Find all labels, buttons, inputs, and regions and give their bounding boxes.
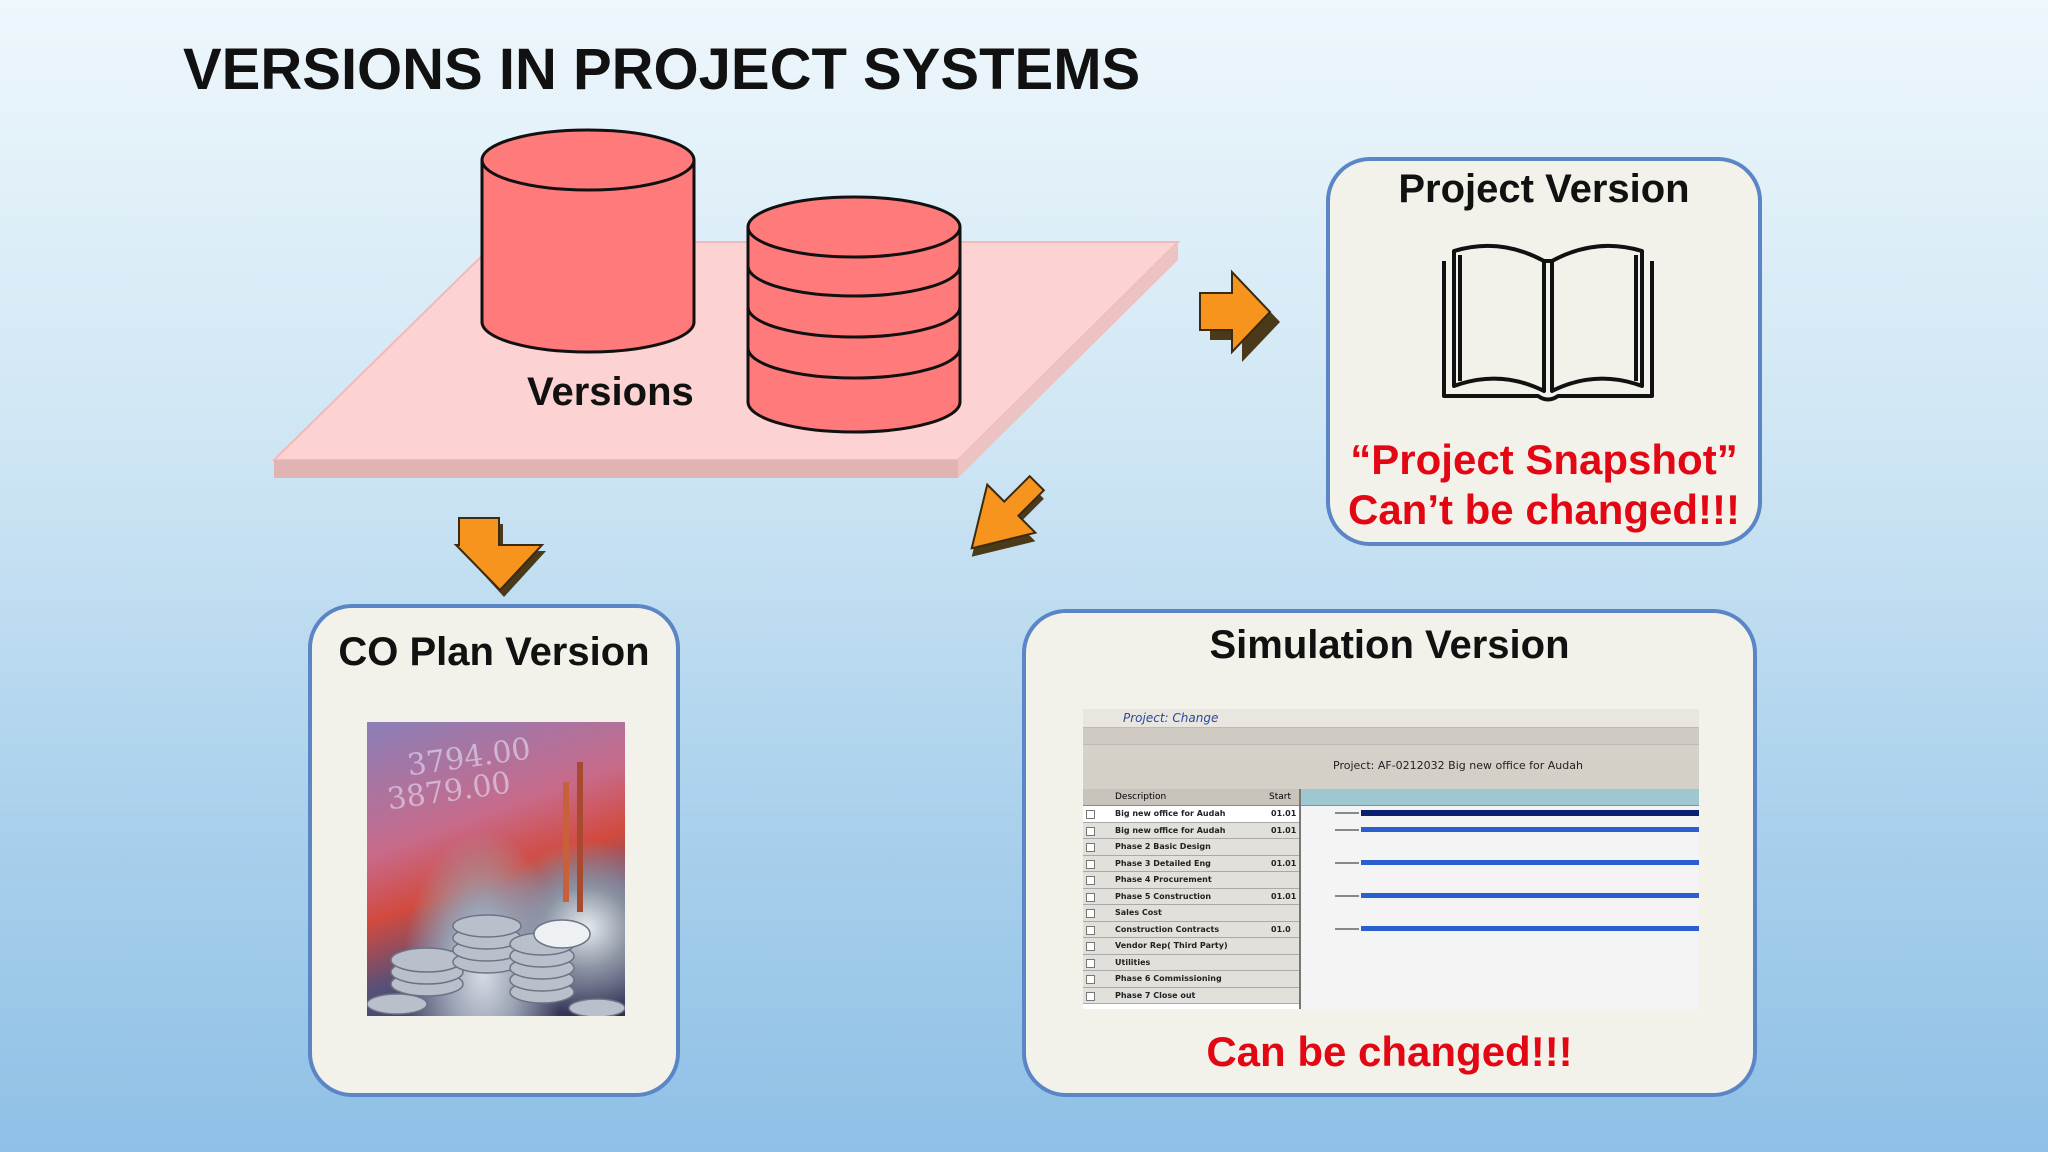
col-description: Description <box>1115 792 1167 802</box>
row-checkbox[interactable] <box>1086 958 1095 968</box>
coins-graphic <box>367 762 625 1016</box>
gantt-time-scale <box>1301 789 1699 806</box>
arrow-down-icon <box>453 517 546 597</box>
table-row[interactable]: Utilities <box>1083 954 1299 971</box>
table-row[interactable]: Big new office for Audah 01.01 <box>1083 822 1299 839</box>
row-description: Construction Contracts <box>1115 924 1220 934</box>
col-start: Start <box>1269 792 1291 802</box>
row-description: Phase 2 Basic Design <box>1115 842 1211 851</box>
co-plan-version-panel: CO Plan Version 3794.00 3879.00 <box>308 604 680 1097</box>
gantt-bar[interactable] <box>1361 826 1699 832</box>
sap-table-header: Description Start <box>1083 789 1299 806</box>
table-row[interactable]: Phase 7 Close out <box>1083 987 1299 1004</box>
table-row[interactable]: Phase 6 Commissioning <box>1083 971 1299 988</box>
sap-structure-table: Description Start Big new office for Aud… <box>1083 789 1299 1009</box>
table-row[interactable]: Phase 5 Construction 01.01 <box>1083 888 1299 905</box>
row-description: Vendor Rep( Third Party) <box>1115 941 1228 950</box>
row-checkbox[interactable] <box>1086 925 1095 935</box>
gantt-bar[interactable] <box>1361 859 1699 865</box>
row-start: 01.01 <box>1271 825 1297 835</box>
row-description: Big new office for Audah <box>1115 809 1226 818</box>
row-description: Utilities <box>1115 957 1151 967</box>
row-checkbox[interactable] <box>1086 991 1095 1001</box>
project-version-title: Project Version <box>1398 167 1690 211</box>
financial-coins-photo: 3794.00 3879.00 <box>367 722 625 1016</box>
table-row[interactable]: Vendor Rep( Third Party) <box>1083 938 1299 955</box>
stacked-database-icon <box>746 195 962 434</box>
sap-toolbar <box>1083 727 1699 744</box>
row-start: 01.01 <box>1271 891 1297 901</box>
row-start: 01.0 <box>1271 924 1291 934</box>
gantt-tick <box>1335 861 1359 864</box>
row-description: Phase 7 Close out <box>1115 990 1196 1000</box>
row-checkbox[interactable] <box>1086 975 1095 984</box>
table-row[interactable]: Phase 4 Procurement <box>1083 872 1299 889</box>
database-cylinder-icon <box>480 128 696 354</box>
gantt-tick <box>1335 812 1359 814</box>
table-row[interactable]: Sales Cost <box>1083 905 1299 922</box>
cannot-change-note: Can’t be changed!!! <box>1347 486 1740 533</box>
sap-window-title: Project: Change <box>1083 709 1699 727</box>
gantt-bar[interactable] <box>1361 810 1699 816</box>
sap-project-line: Project: AF-0212032 Big new office for A… <box>1083 759 1699 773</box>
table-row[interactable]: Phase 3 Detailed Eng 01.01 <box>1083 855 1299 872</box>
gantt-tick <box>1335 828 1359 831</box>
row-checkbox[interactable] <box>1086 942 1095 951</box>
page-title: VERSIONS IN PROJECT SYSTEMS <box>183 37 1141 102</box>
sap-gantt-chart <box>1299 789 1699 1009</box>
gantt-bar[interactable] <box>1361 892 1699 898</box>
simulation-version-title: Simulation Version <box>1209 623 1570 667</box>
versions-label: Versions <box>527 370 694 414</box>
row-start: 01.01 <box>1271 858 1297 868</box>
row-description: Phase 6 Commissioning <box>1115 974 1222 983</box>
sap-project-screen: Project: Change Project: AF-0212032 Big … <box>1083 709 1699 1009</box>
row-description: Phase 4 Procurement <box>1115 875 1212 884</box>
gantt-tick <box>1335 894 1359 897</box>
row-checkbox[interactable] <box>1086 859 1095 869</box>
row-checkbox[interactable] <box>1086 876 1095 885</box>
row-description: Big new office for Audah <box>1115 825 1226 835</box>
open-book-icon <box>1442 243 1654 402</box>
can-change-note: Can be changed!!! <box>1206 1028 1573 1075</box>
row-description: Sales Cost <box>1115 908 1162 917</box>
row-checkbox[interactable] <box>1086 909 1095 918</box>
versions-platform <box>271 241 1181 478</box>
table-row[interactable]: Phase 2 Basic Design <box>1083 839 1299 856</box>
sap-application-toolbar <box>1083 744 1699 759</box>
arrow-diagonal-icon <box>970 474 1046 557</box>
simulation-version-panel: Simulation Version Project: Change Proje… <box>1022 609 1757 1097</box>
row-start: 01.01 <box>1271 809 1297 818</box>
row-checkbox[interactable] <box>1086 843 1095 852</box>
row-description: Phase 5 Construction <box>1115 891 1212 901</box>
project-snapshot-note: “Project Snapshot” <box>1350 436 1738 483</box>
row-checkbox[interactable] <box>1086 810 1095 819</box>
row-description: Phase 3 Detailed Eng <box>1115 858 1211 868</box>
co-plan-version-title: CO Plan Version <box>338 630 650 674</box>
gantt-tick <box>1335 927 1359 930</box>
gantt-bar[interactable] <box>1361 925 1699 931</box>
table-row[interactable]: Big new office for Audah 01.01 <box>1083 806 1299 823</box>
row-checkbox[interactable] <box>1086 826 1095 836</box>
row-checkbox[interactable] <box>1086 892 1095 902</box>
table-row[interactable]: Construction Contracts 01.0 <box>1083 921 1299 938</box>
arrow-right-icon <box>1199 269 1280 362</box>
project-version-panel: Project Version “Project Snapshot” Can’t… <box>1326 157 1762 546</box>
